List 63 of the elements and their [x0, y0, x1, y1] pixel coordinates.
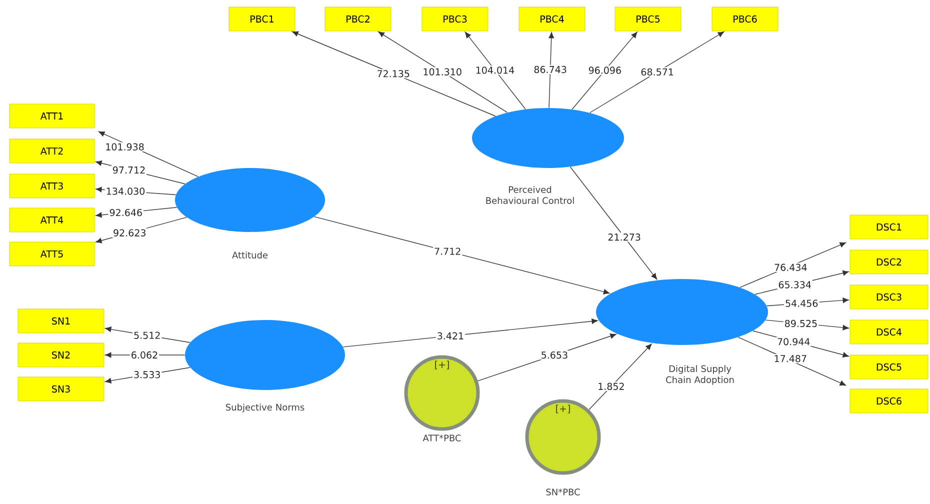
path-arrow	[572, 32, 638, 110]
construct-label: Subjective Norms	[226, 404, 304, 412]
edge-label: 104.014	[474, 66, 516, 75]
edge-label: 70.944	[776, 337, 812, 346]
edge-label: 3.421	[436, 331, 466, 340]
indicator-box: ATT5	[9, 242, 95, 266]
edge-label: 7.712	[433, 246, 462, 256]
edge-label: 92.646	[108, 208, 144, 218]
path-arrow	[314, 216, 610, 294]
edge-label: 89.525	[783, 318, 819, 328]
indicator-box: ATT2	[9, 138, 95, 164]
indicator-box: PBC4	[518, 6, 586, 32]
indicator-box: PBC6	[712, 6, 778, 32]
construct-label: Digital Supply Chain Adoption	[666, 365, 734, 385]
indicator-box: SN3	[18, 376, 104, 402]
edge-label: 96.096	[587, 66, 623, 75]
edge-label: 21.273	[606, 232, 642, 242]
indicator-box: DSC3	[850, 284, 928, 310]
indicator-box: PBC3	[422, 6, 488, 32]
construct-label: Attitude	[232, 252, 268, 258]
edge-label: 17.487	[772, 354, 808, 364]
path-arrow	[548, 32, 554, 108]
edge-label: 3.533	[132, 370, 162, 380]
path-arrow	[570, 166, 658, 280]
edge-label: 101.938	[104, 142, 146, 152]
edge-label: 97.712	[111, 165, 147, 175]
path-arrow	[464, 32, 526, 110]
indicator-box: SN1	[18, 308, 104, 334]
edge-label: 65.334	[777, 280, 812, 290]
edge-label: 134.030	[104, 186, 146, 196]
construct-label: SN*PBC	[546, 488, 580, 496]
indicator-box: DSC2	[850, 250, 928, 274]
edge-label: 68.571	[640, 67, 675, 77]
construct-label: Perceived Behavioural Control	[486, 186, 574, 204]
indicator-box: PBC2	[324, 6, 392, 32]
path-arrow	[342, 318, 598, 348]
edge-label: 101.310	[422, 67, 463, 76]
interaction-marker: [+]	[556, 404, 570, 414]
edge-label: 72.135	[376, 69, 411, 78]
indicator-box: DSC6	[850, 388, 928, 414]
path-arrow	[292, 31, 496, 116]
indicator-box: DSC4	[850, 320, 928, 344]
edge-label: 5.653	[540, 350, 570, 360]
indicator-box: ATT3	[9, 174, 95, 198]
indicator-box: SN2	[18, 342, 104, 368]
indicator-box: DSC5	[850, 354, 928, 380]
interaction-marker: [+]	[435, 360, 449, 370]
indicator-box: DSC1	[850, 214, 928, 240]
path-arrow	[589, 32, 724, 114]
edge-label: 6.062	[130, 350, 160, 360]
indicator-box: ATT4	[9, 208, 95, 232]
indicator-box: PBC1	[228, 6, 296, 32]
path-arrow	[378, 32, 508, 113]
indicator-box: PBC5	[614, 6, 682, 32]
edge-label: 1.852	[596, 382, 626, 391]
edge-label: 86.743	[532, 64, 568, 74]
construct-label: ATT*PBC	[422, 434, 461, 442]
indicator-box: ATT1	[9, 104, 95, 128]
edge-label: 5.512	[132, 330, 162, 340]
path-arrow	[588, 344, 652, 410]
edge-label: 92.623	[112, 228, 148, 238]
edge-label: 76.434	[773, 262, 808, 272]
edge-label: 54.456	[784, 298, 820, 308]
